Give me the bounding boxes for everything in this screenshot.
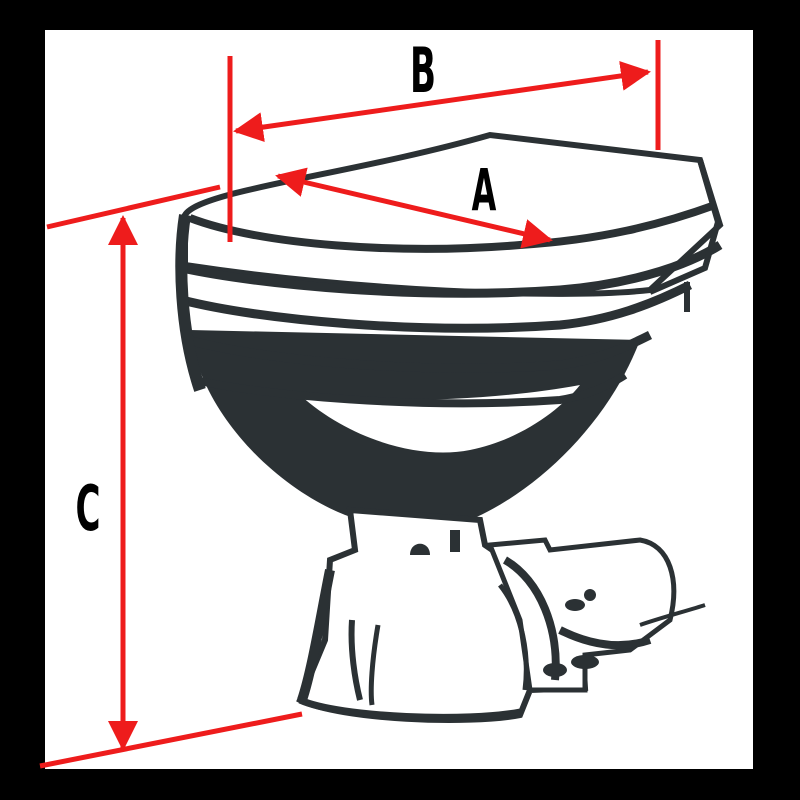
dimension-labels: B A C — [75, 35, 496, 545]
pump-bolt-2 — [565, 599, 585, 611]
rim-band-2 — [180, 280, 693, 333]
pedestal-detail-1 — [348, 619, 363, 701]
pump-lower-shadow — [558, 626, 652, 650]
dimension-arrow-a — [275, 167, 553, 249]
label-a: A — [472, 158, 497, 225]
label-b: B — [410, 35, 436, 107]
pump-blob-2 — [571, 655, 599, 669]
power-cable — [639, 603, 706, 627]
extension-line-c-top — [46, 184, 221, 230]
pedestal-notch — [410, 543, 430, 555]
pedestal-slot — [450, 530, 460, 552]
rim-band-4 — [194, 371, 628, 408]
rim-left-side — [175, 214, 206, 392]
rim-band-3 — [186, 330, 653, 373]
base-foot — [298, 696, 521, 721]
rim-band-1 — [181, 241, 723, 298]
lid-hinge-right — [648, 159, 722, 295]
pump-blob-1 — [543, 663, 567, 677]
label-c: C — [75, 473, 100, 545]
pump-arc-2 — [498, 583, 529, 691]
pedestal-detail-2 — [368, 624, 381, 706]
rim-top — [182, 131, 724, 297]
toilet-illustration — [175, 131, 724, 723]
pedestal-shadow-left — [297, 569, 335, 702]
dimension-arrow-b — [233, 60, 651, 143]
pump-bolt-1 — [584, 589, 596, 601]
pump-arc-1 — [502, 556, 560, 681]
dimension-lines — [39, 40, 661, 769]
extension-line-c-bottom — [39, 711, 303, 769]
